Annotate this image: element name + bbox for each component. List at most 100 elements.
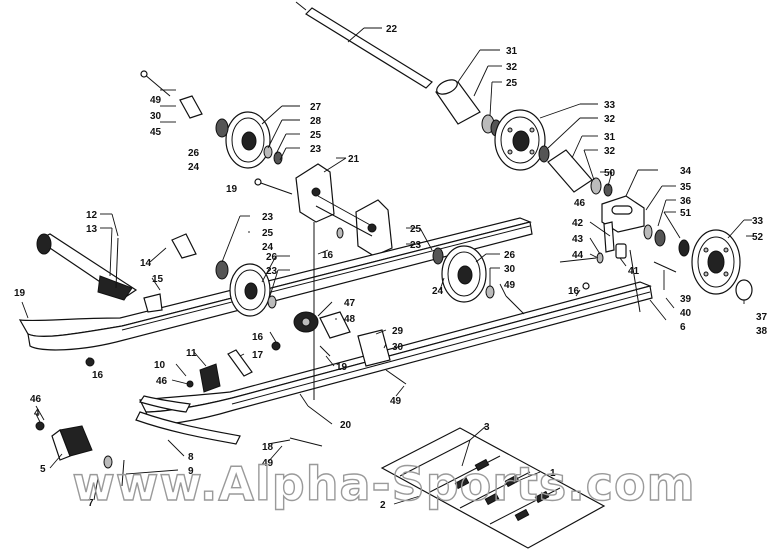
callout-26: 26 (188, 148, 200, 159)
long-bolt (289, 437, 323, 447)
callout-23: 23 (310, 144, 322, 155)
pin-17 (227, 349, 253, 377)
callout-45: 45 (150, 127, 162, 138)
upper-wheel-bearing (215, 118, 229, 138)
callout-24: 24 (188, 162, 200, 173)
callout-7: 7 (88, 498, 94, 509)
callout-31: 31 (604, 132, 616, 143)
stop-block (199, 363, 221, 393)
callout-32: 32 (604, 114, 616, 125)
part-callouts: 2231322533323132504930452728252326242119… (14, 24, 767, 511)
axle-spacer (435, 79, 481, 125)
stop-bolt (121, 459, 125, 487)
callout-41: 41 (628, 266, 640, 277)
bracket-washer (643, 224, 653, 240)
callout-12: 12 (86, 210, 98, 221)
bracket-nut (336, 227, 344, 239)
adjuster-screw (653, 261, 677, 273)
callout-22: 22 (386, 24, 398, 35)
stop-washer (103, 455, 113, 469)
callout-23: 23 (266, 266, 278, 277)
callout-16: 16 (568, 286, 580, 297)
watermark-text: www.Alpha-Sports.com (72, 457, 695, 511)
callout-38: 38 (756, 326, 767, 337)
callout-32: 32 (506, 62, 518, 73)
callout-28: 28 (310, 116, 322, 127)
callout-14: 14 (140, 258, 152, 269)
rail-bolt-16 (582, 282, 590, 290)
callout-19: 19 (336, 362, 348, 373)
callout-49: 49 (504, 280, 516, 291)
callout-51: 51 (680, 208, 692, 219)
right-wheel-washer (485, 285, 495, 299)
callout-35: 35 (680, 182, 692, 193)
pivot-block (357, 329, 391, 367)
callout-16: 16 (92, 370, 104, 381)
wheel-bearing (538, 145, 550, 163)
center-shock-bracket (295, 163, 393, 257)
callout-17: 17 (252, 350, 264, 361)
callout-2: 2 (380, 500, 386, 511)
callout-46: 46 (30, 394, 42, 405)
callout-31: 31 (506, 46, 518, 57)
callout-18: 18 (262, 442, 274, 453)
upper-wheel-washer (263, 145, 273, 159)
center-hub (293, 311, 319, 333)
callout-24: 24 (262, 242, 274, 253)
callout-44: 44 (572, 250, 584, 261)
callout-26: 26 (504, 250, 516, 261)
callout-52: 52 (752, 232, 764, 243)
adjuster-bolt (559, 257, 597, 263)
callout-46: 46 (156, 376, 168, 387)
hub-nut (271, 341, 281, 351)
callout-11: 11 (186, 348, 197, 359)
front-stop-face (51, 429, 71, 461)
callout-25: 25 (506, 78, 518, 89)
rear-axle-shaft (295, 1, 433, 89)
right-wheel-bolt (505, 295, 525, 315)
callout-30: 30 (150, 111, 162, 122)
callout-47: 47 (344, 298, 356, 309)
left-slide-rail (18, 217, 533, 351)
rear-idler-wheel (494, 109, 546, 171)
callout-3: 3 (484, 422, 490, 433)
callout-33: 33 (604, 100, 616, 111)
callout-39: 39 (680, 294, 692, 305)
leader-lines (21, 27, 754, 505)
callout-19: 19 (226, 184, 238, 195)
callout-20: 20 (340, 420, 352, 431)
rail-nut (85, 357, 95, 367)
middle-wheel-bearing (215, 260, 229, 280)
wheel-spacer (547, 149, 593, 193)
front-nut (35, 421, 45, 431)
callout-1: 1 (550, 468, 556, 479)
right-wheel-bearing (432, 247, 444, 265)
callout-5: 5 (40, 464, 46, 475)
callout-36: 36 (680, 196, 692, 207)
bracket-nut-large (678, 239, 690, 257)
callout-6: 6 (680, 322, 686, 333)
front-shock-arm (36, 233, 138, 301)
bracket-bolt-head (254, 178, 262, 186)
middle-wheel-washer (267, 295, 277, 309)
front-skid (139, 395, 191, 413)
callout-23: 23 (262, 212, 274, 223)
callout-42: 42 (572, 218, 584, 229)
callout-33: 33 (752, 216, 764, 227)
callout-15: 15 (152, 274, 164, 285)
rear-right-wheel (691, 229, 741, 295)
callout-27: 27 (310, 102, 322, 113)
callout-16: 16 (322, 250, 334, 261)
track-belt-section (380, 427, 606, 549)
right-slide-rail (139, 281, 653, 426)
bracket-bolt (257, 181, 293, 195)
callout-13: 13 (86, 224, 98, 235)
callout-49: 49 (150, 95, 162, 106)
hub-bolt (319, 345, 331, 357)
adjuster-block (615, 243, 627, 259)
upper-idler-wheel (225, 111, 271, 169)
callout-49: 49 (390, 396, 402, 407)
callout-9: 9 (188, 466, 194, 477)
spacer-bearing (603, 183, 613, 197)
